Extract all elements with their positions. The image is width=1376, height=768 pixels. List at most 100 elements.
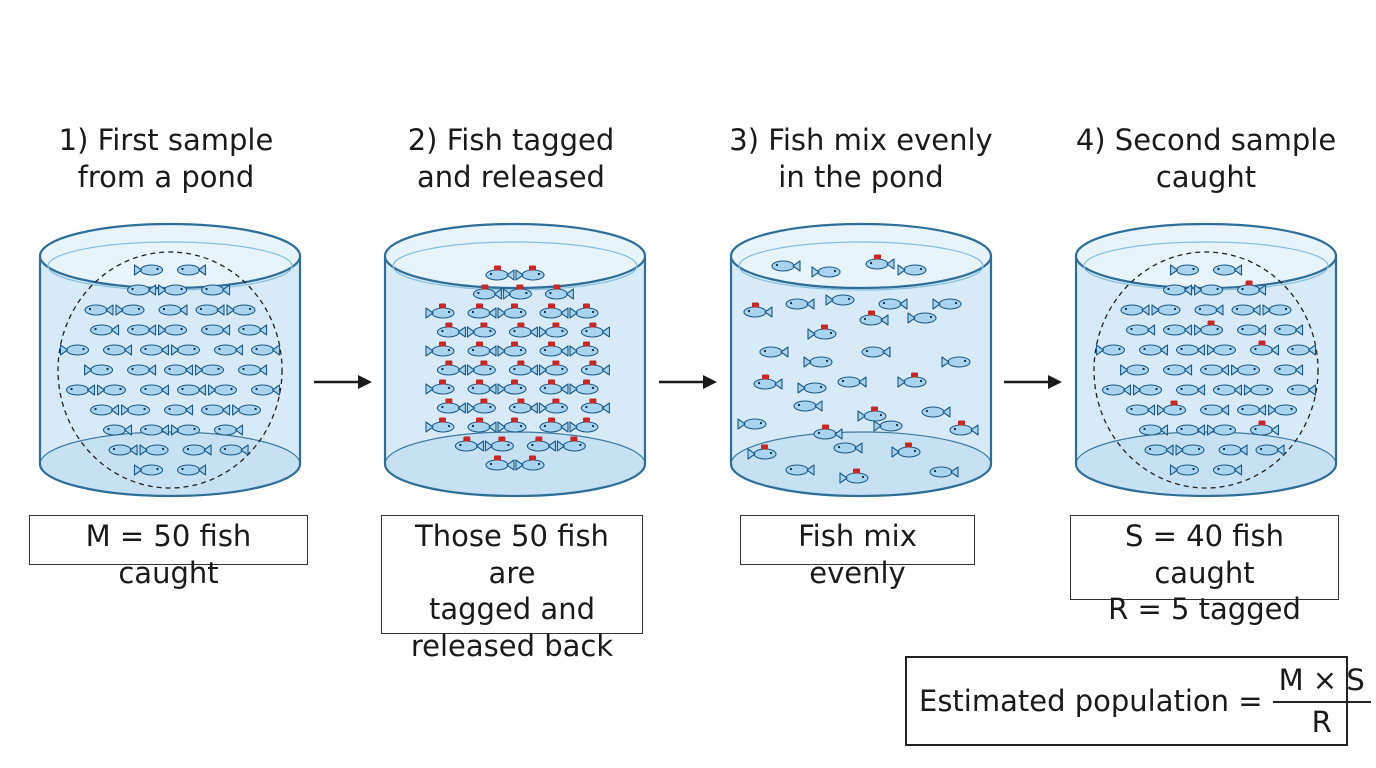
tagged-fish-icon <box>1237 280 1267 296</box>
tagged-fish-icon <box>425 417 455 433</box>
fish-icon <box>1212 264 1243 276</box>
tagged-fish-icon <box>539 417 569 433</box>
fish-icon <box>201 324 231 336</box>
tagged-fish-icon <box>569 379 599 395</box>
caption-second-sample: S = 40 fish caught R = 5 tagged <box>1070 515 1339 626</box>
fish-icon <box>1095 344 1126 356</box>
fish-icon <box>195 364 225 376</box>
fish-icon <box>793 400 823 412</box>
fish-icon <box>213 344 244 356</box>
fish-icon <box>207 384 238 396</box>
fish-icon <box>1237 324 1267 336</box>
formula-denominator: R <box>1311 705 1332 739</box>
tagged-fish-icon <box>436 360 466 376</box>
fish-icon <box>1163 284 1193 296</box>
tagged-fish-icon <box>544 284 574 300</box>
arrow-1-to-2 <box>314 375 372 389</box>
fish-icon <box>108 444 138 456</box>
fish-icon <box>825 294 855 306</box>
fish-icon <box>1151 304 1181 316</box>
fish-icon <box>115 304 145 316</box>
fish-icon <box>1175 344 1206 356</box>
fish-icon <box>1126 324 1156 336</box>
fish-icon <box>1194 304 1224 316</box>
tagged-fish-icon <box>508 398 538 414</box>
fish-icon <box>1286 344 1317 356</box>
fish-icon <box>1231 304 1261 316</box>
fish-icon <box>921 406 951 418</box>
fish-icon <box>833 442 863 454</box>
tagged-fish-icon <box>502 284 532 300</box>
fish-icon <box>121 404 151 416</box>
caption-first-sample: M = 50 fish caught <box>29 515 308 590</box>
tagged-fish-icon <box>580 398 610 414</box>
fish-icon <box>1218 444 1248 456</box>
fish-icon <box>941 356 971 368</box>
tagged-fish-icon <box>425 341 455 357</box>
step-2-title: 2) Fish tagged and released <box>407 123 615 194</box>
fish-icon <box>785 464 815 476</box>
tagged-fish-icon <box>891 442 921 458</box>
tagged-fish-icon <box>467 379 497 395</box>
tagged-fish-icon <box>580 322 610 338</box>
fish-icon <box>1138 344 1169 356</box>
fish-icon <box>238 364 268 376</box>
tagged-fish-icon <box>857 406 887 422</box>
tagged-fish-icon <box>1249 420 1280 436</box>
tank-mixed-pond <box>729 222 993 498</box>
fish-icon <box>250 384 281 396</box>
tagged-fish-icon <box>1157 400 1187 416</box>
tagged-fish-icon <box>436 398 466 414</box>
tagged-fish-icon <box>747 444 777 460</box>
population-formula: Estimated population = M × S R <box>905 656 1371 746</box>
step-3-title: 3) Fish mix evenly in the pond <box>729 123 993 194</box>
tagged-fish-icon <box>484 436 514 452</box>
fish-icon <box>164 404 194 416</box>
fish-icon <box>1237 404 1267 416</box>
step-4-title: 4) Second sample caught <box>1075 123 1337 194</box>
fish-icon <box>1212 384 1243 396</box>
fish-icon <box>90 404 120 416</box>
fish-icon <box>238 324 268 336</box>
fish-icon <box>213 424 244 436</box>
tagged-fish-icon <box>515 265 545 281</box>
fish-icon <box>1138 424 1169 436</box>
fish-icon <box>201 404 231 416</box>
fish-icon <box>170 344 201 356</box>
fish-icon <box>1200 404 1230 416</box>
tagged-fish-icon <box>467 303 497 319</box>
fish-icon <box>226 304 256 316</box>
fish-icon <box>1132 384 1163 396</box>
fish-icon <box>133 464 164 476</box>
tagged-fish-icon <box>569 303 599 319</box>
fish-icon <box>1231 364 1261 376</box>
fish-icon <box>139 424 170 436</box>
tagged-fish-icon <box>425 303 455 319</box>
fish-icon <box>164 364 194 376</box>
fish-icon <box>170 424 201 436</box>
tagged-fish-icon <box>539 303 569 319</box>
fish-icon <box>195 304 225 316</box>
fish-icon <box>771 260 801 272</box>
fish-icon <box>1286 384 1317 396</box>
tagged-fish-icon <box>436 322 466 338</box>
fish-icon <box>759 346 789 358</box>
tagged-fish-icon <box>569 341 599 357</box>
tagged-fish-icon <box>467 341 497 357</box>
fish-icon <box>1169 464 1200 476</box>
tagged-fish-icon <box>753 374 783 390</box>
fish-icon <box>84 304 114 316</box>
tagged-fish-icon <box>538 322 568 338</box>
tagged-fish-icon <box>813 424 843 440</box>
tagged-fish-icon <box>466 322 496 338</box>
fish-icon <box>1175 444 1205 456</box>
fish-icon <box>1206 424 1237 436</box>
tagged-fish-icon <box>485 455 515 471</box>
fish-icon <box>158 324 188 336</box>
tagged-fish-icon <box>508 322 538 338</box>
fish-icon <box>139 344 170 356</box>
fish-icon <box>1175 384 1206 396</box>
tank-first-sample <box>38 222 302 498</box>
tagged-fish-icon <box>743 302 773 318</box>
fish-icon <box>1194 284 1224 296</box>
